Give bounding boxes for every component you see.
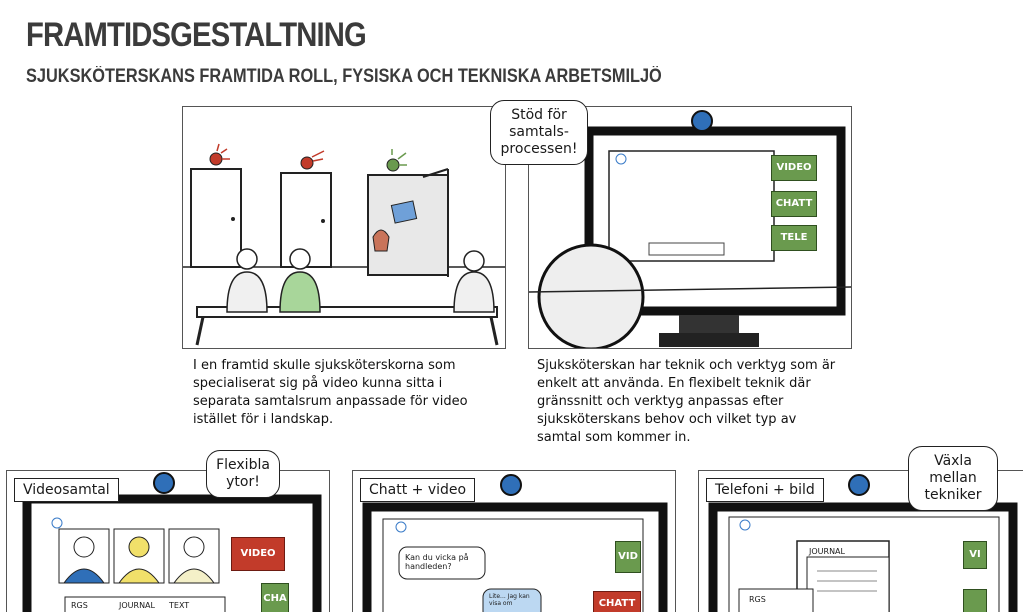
- panel1-caption: I en framtid skulle sjuksköterskorna som…: [193, 358, 468, 427]
- webcam-icon-4: [500, 474, 522, 496]
- tab-journal[interactable]: JOURNAL: [119, 601, 155, 610]
- label-chatt-video: Chatt + video: [360, 478, 476, 502]
- green-lamp-icon: [386, 158, 400, 172]
- webcam-icon-5: [848, 474, 870, 496]
- label-videosamtal: Videosamtal: [14, 478, 119, 502]
- video-button-3[interactable]: VIDEO: [231, 537, 285, 571]
- chat-message-out: Lite... Jag kan visa om: [489, 593, 530, 607]
- page-title: FRAMTIDSGESTALTNING: [26, 16, 367, 54]
- chat-button-4[interactable]: CHATT: [593, 591, 641, 612]
- chat-button[interactable]: CHATT: [771, 191, 817, 217]
- webcam-icon: [691, 110, 713, 132]
- speech-bubble-switch: Växla mellan tekniker: [908, 446, 998, 511]
- video-side-button-4[interactable]: VID: [615, 541, 641, 573]
- video-side-button-5[interactable]: VI: [963, 541, 987, 569]
- green-side-button-5[interactable]: [963, 589, 987, 612]
- label-telefoni-bild: Telefoni + bild: [706, 478, 824, 502]
- monitor-sketch: [529, 110, 851, 348]
- call-rooms-sketch: [183, 143, 505, 346]
- video-button[interactable]: VIDEO: [771, 155, 817, 181]
- rgs-label[interactable]: RGS: [749, 595, 766, 604]
- panel-chatt-video: Kan du vicka på handleden? Lite... Jag k…: [352, 470, 676, 612]
- page-subtitle: SJUKSKÖTERSKANS FRAMTIDA ROLL, FYSISKA O…: [26, 66, 662, 87]
- red-lamp-icon: [209, 152, 223, 166]
- chat-side-button-3[interactable]: CHA: [261, 583, 289, 612]
- tab-rgs[interactable]: RGS: [71, 601, 88, 610]
- chat-message-in: Kan du vicka på handleden?: [405, 553, 469, 571]
- panel-call-rooms: [182, 106, 506, 349]
- tab-text[interactable]: TEXT: [169, 601, 190, 610]
- telefoni-bild-sketch: [708, 474, 1018, 612]
- speech-bubble-support: Stöd för samtals-processen!: [490, 100, 588, 165]
- speech-bubble-flexible: Flexibla ytor!: [206, 450, 280, 498]
- journal-label[interactable]: JOURNAL: [809, 547, 845, 556]
- red-lamp-icon-2: [300, 156, 314, 170]
- webcam-icon-3: [153, 472, 175, 494]
- tele-button[interactable]: TELE: [771, 225, 817, 251]
- panel2-caption: Sjuksköterskan har teknik och verktyg so…: [537, 358, 836, 445]
